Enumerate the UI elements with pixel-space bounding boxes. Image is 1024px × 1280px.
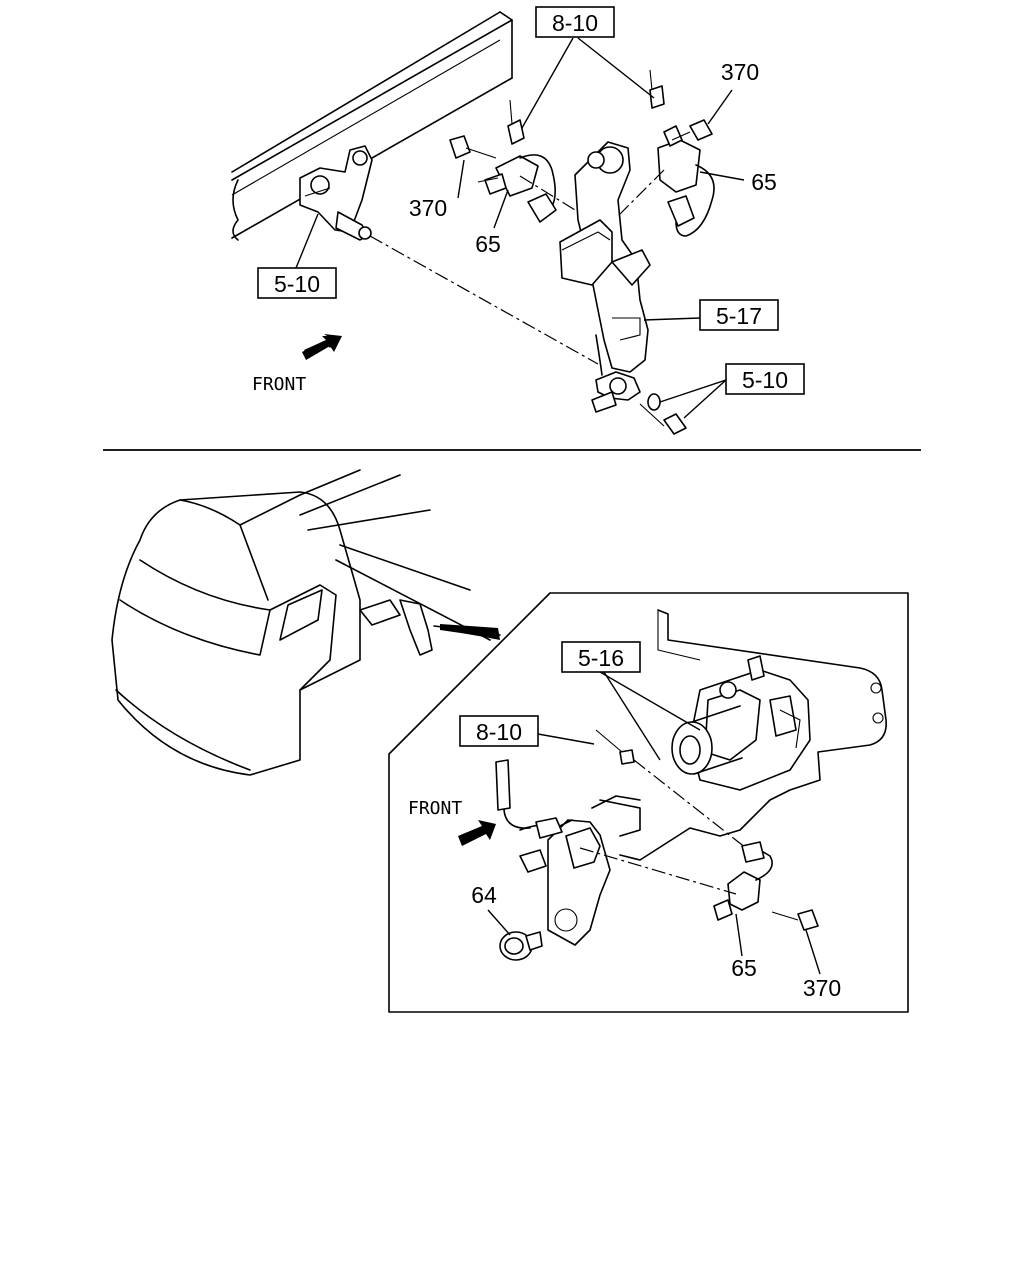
ref-8-10-bottom: 8-10: [459, 715, 539, 747]
front-arrow-icon: [302, 334, 342, 360]
sensor-left: [477, 154, 576, 223]
truck-cab: [111, 469, 501, 776]
bottom-assembly-view: FRONT 5-16 8-10 64 65 370: [111, 469, 909, 1013]
ref-370-bottom: 370: [803, 975, 841, 1001]
ref-8-10-top: 8-10: [535, 6, 615, 38]
svg-text:5-10: 5-10: [274, 271, 320, 297]
detail-inset-frame: [388, 592, 909, 1013]
svg-text:5-10: 5-10: [742, 367, 788, 393]
ref-5-10-top-right: 5-10: [725, 363, 805, 395]
frame-rail: [231, 11, 513, 241]
ref-370-top-left: 370: [409, 195, 447, 221]
sensor-right: [615, 125, 715, 237]
svg-text:5-17: 5-17: [716, 303, 762, 329]
frame-bracket: [299, 145, 373, 241]
svg-text:8-10: 8-10: [552, 10, 598, 36]
height-control-arm: [559, 141, 651, 413]
ref-65-top-right: 65: [751, 169, 777, 195]
front-label-bottom: FRONT: [408, 798, 462, 819]
leaders-bottom: [487, 671, 821, 975]
front-label-top: FRONT: [252, 374, 306, 395]
centerline-link: [369, 235, 599, 365]
ref-5-10-top-left: 5-10: [257, 267, 337, 299]
clips: [507, 69, 665, 145]
ref-64-bottom: 64: [471, 882, 497, 908]
top-assembly-view: FRONT 8-10 370 370 65 65 5-10 5-17 5-10: [231, 6, 805, 435]
leaders-top: [295, 37, 745, 419]
front-arrow-bottom-icon: [458, 820, 496, 846]
bolts-top: [449, 119, 713, 435]
svg-text:5-16: 5-16: [578, 645, 624, 671]
ref-65-bottom: 65: [731, 955, 757, 981]
svg-text:8-10: 8-10: [476, 719, 522, 745]
detail-assembly: [495, 609, 887, 961]
ref-5-16-bottom: 5-16: [561, 641, 641, 673]
ref-5-17-top: 5-17: [699, 299, 779, 331]
ref-65-top-left: 65: [475, 231, 501, 257]
ref-370-top-right: 370: [721, 59, 759, 85]
